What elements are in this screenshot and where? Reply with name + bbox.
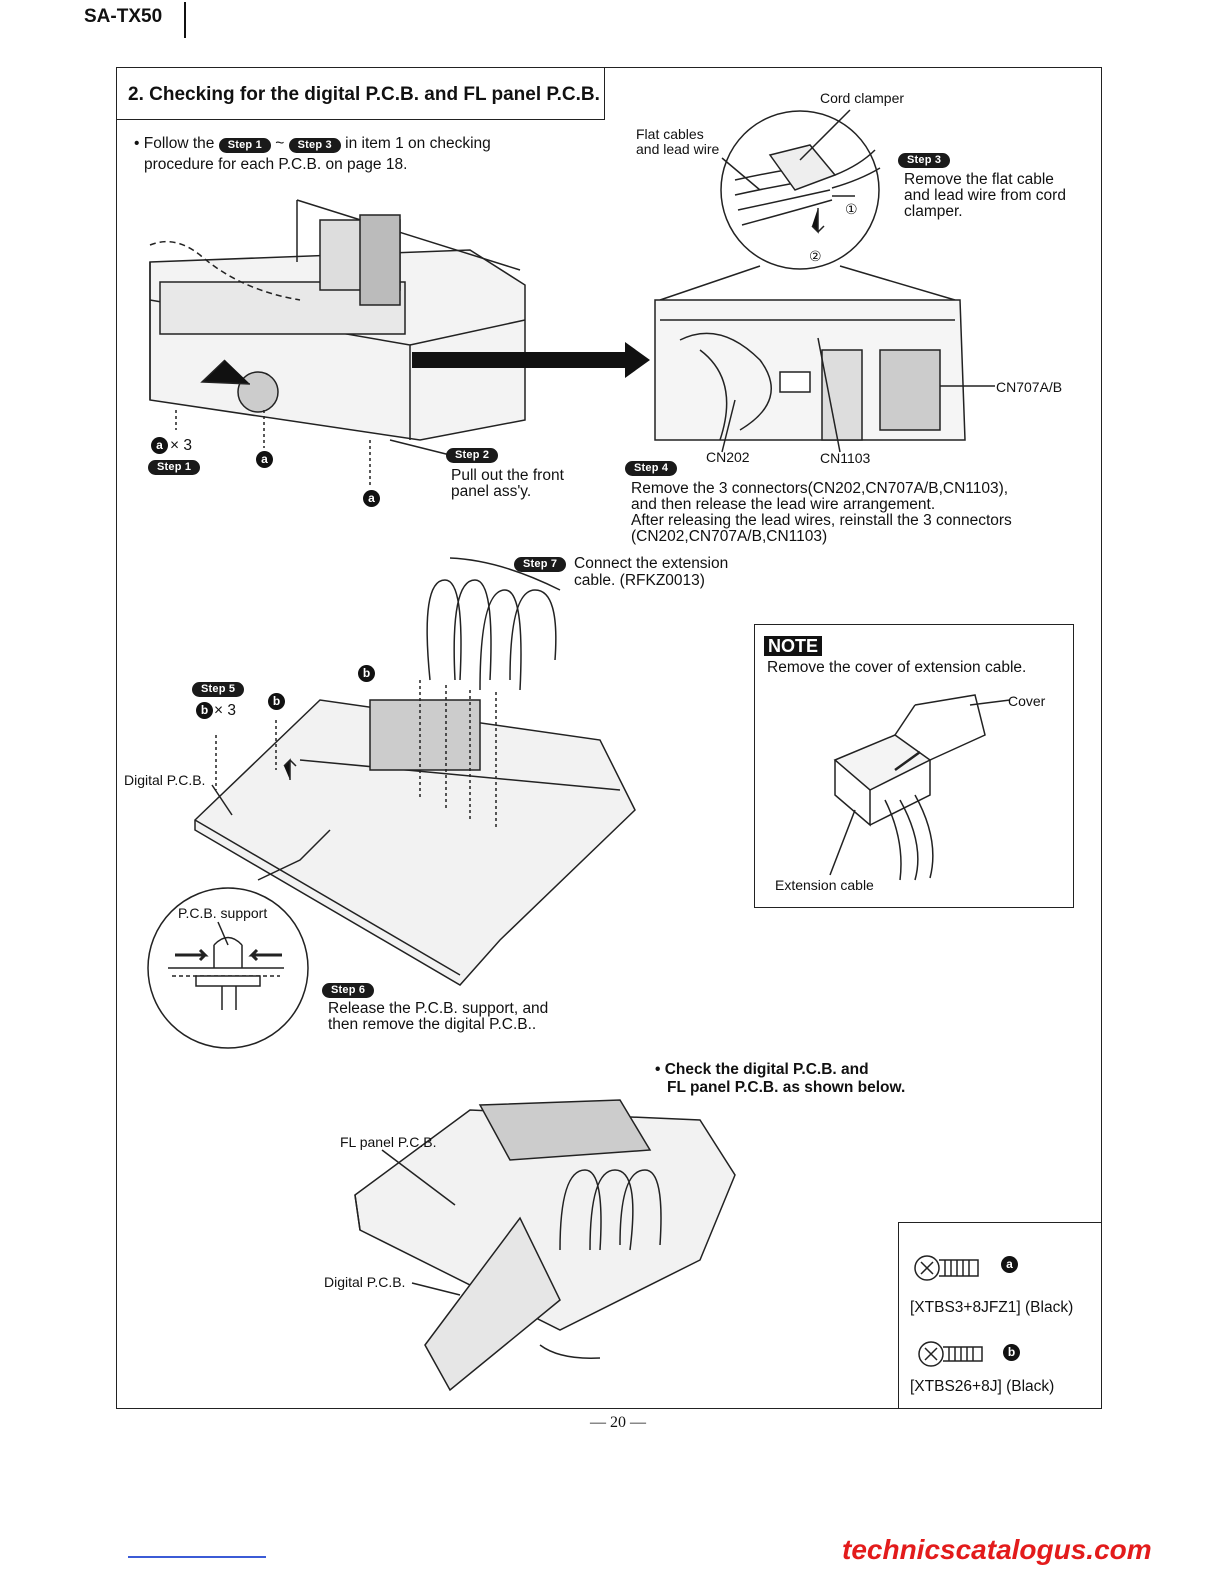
step4-text-4: (CN202,CN707A/B,CN1103) [631,528,828,545]
screw-b-marker-2: b [268,693,285,710]
section-title: 2. Checking for the digital P.C.B. and F… [128,84,600,105]
intro-step3-badge: Step 3 [288,138,341,153]
cord-clamper-label: Cord clamper [820,90,905,106]
cn707-label: CN707A/B [996,379,1063,395]
intro-line-2: procedure for each P.C.B. on page 18. [144,156,408,173]
step7-text-2: cable. (RFKZ0013) [574,572,705,589]
flat-cables-label-2: and lead wire [636,141,720,157]
step2-text-1: Pull out the front [451,467,564,484]
note-box [754,624,1074,908]
screw-legend-a: a [1001,1256,1018,1273]
check-text-1: • Check the digital P.C.B. and [655,1061,869,1078]
fl-panel-pcb-label: FL panel P.C.B. [340,1134,437,1150]
screw-a-marker-2: a [256,451,273,468]
intro-suffix: in item 1 on checking [345,135,491,152]
note-text: Remove the cover of extension cable. [767,659,1027,676]
step3-text-1: Remove the flat cable [904,171,1054,188]
digital-pcb-label-2: Digital P.C.B. [324,1274,406,1290]
step4-text-3: After releasing the lead wires, reinstal… [631,512,1012,529]
screw-a-marker-3: a [363,490,380,507]
step4-badge: Step 4 [625,461,678,476]
screw-icons [914,1255,983,1367]
brand-watermark[interactable]: technicscatalogus.com [842,1534,1152,1565]
step7-badge: Step 7 [514,557,567,572]
cord-clamper-detail [659,109,956,301]
screw-legend-b: b [1003,1344,1020,1361]
intro-prefix: • Follow the [134,135,215,152]
intro-step1-badge: Step 1 [218,138,271,153]
content-frame [116,67,1102,1409]
big-arrow [412,342,650,378]
cn1103-label: CN1103 [820,450,871,466]
step1-badge: Step 1 [148,460,201,475]
step6-text-1: Release the P.C.B. support, and [328,1000,549,1017]
step6-text-2: then remove the digital P.C.B.. [328,1016,537,1033]
pcb-support-detail [147,887,309,1049]
b-times-3: × 3 [214,702,236,719]
chassis-connectors-illustration [654,299,995,453]
step4-text-2: and then release the lead wire arrangeme… [631,496,936,513]
intro-line-1: • Follow the Step 1 ~ Step 3 in item 1 o… [134,136,491,153]
screw-a-marker: a [151,437,168,454]
pcb-support-label: P.C.B. support [178,905,268,921]
extension-cable-drawing [829,694,1011,881]
title-box [116,67,605,120]
screw-b-part: [XTBS26+8J] (Black) [910,1378,1055,1395]
cover-label: Cover [1008,693,1046,709]
flat-cables-label-1: Flat cables [636,126,704,142]
extension-cable-label: Extension cable [775,877,874,893]
marker-1: ① [845,201,858,217]
step5-badge: Step 5 [192,682,245,697]
step2-text-2: panel ass'y. [451,483,532,500]
unit-front-panel-illustration [149,199,526,488]
header-divider [184,2,186,38]
marker-2: ② [809,248,822,264]
step3-badge: Step 3 [898,153,951,168]
step3-text-2: and lead wire from cord [904,187,1066,204]
screw-a-part: [XTBS3+8JFZ1] (Black) [910,1299,1074,1316]
a-times-3: × 3 [170,437,192,454]
intro-tilde: ~ [275,135,285,152]
page-number: — 20 — [590,1414,646,1431]
digital-pcb-label: Digital P.C.B. [124,772,206,788]
step4-text-1: Remove the 3 connectors(CN202,CN707A/B,C… [631,480,1009,497]
screw-b-marker-3: b [358,665,375,682]
step2-badge: Step 2 [446,448,499,463]
digital-pcb-removal-illustration [194,557,636,986]
step3-text-3: clamper. [904,203,963,220]
fl-digital-pcb-illustration [354,1099,736,1392]
screw-legend-box [898,1222,1101,1408]
step6-badge: Step 6 [322,983,375,998]
note-tag: NOTE [764,636,823,656]
check-text-2: FL panel P.C.B. as shown below. [667,1079,906,1096]
footer-link-line [128,1556,266,1558]
screw-b-marker: b [196,702,213,719]
cn202-label: CN202 [706,449,750,465]
model-number: SA-TX50 [84,6,163,27]
step7-text-1: Connect the extension [574,555,729,572]
